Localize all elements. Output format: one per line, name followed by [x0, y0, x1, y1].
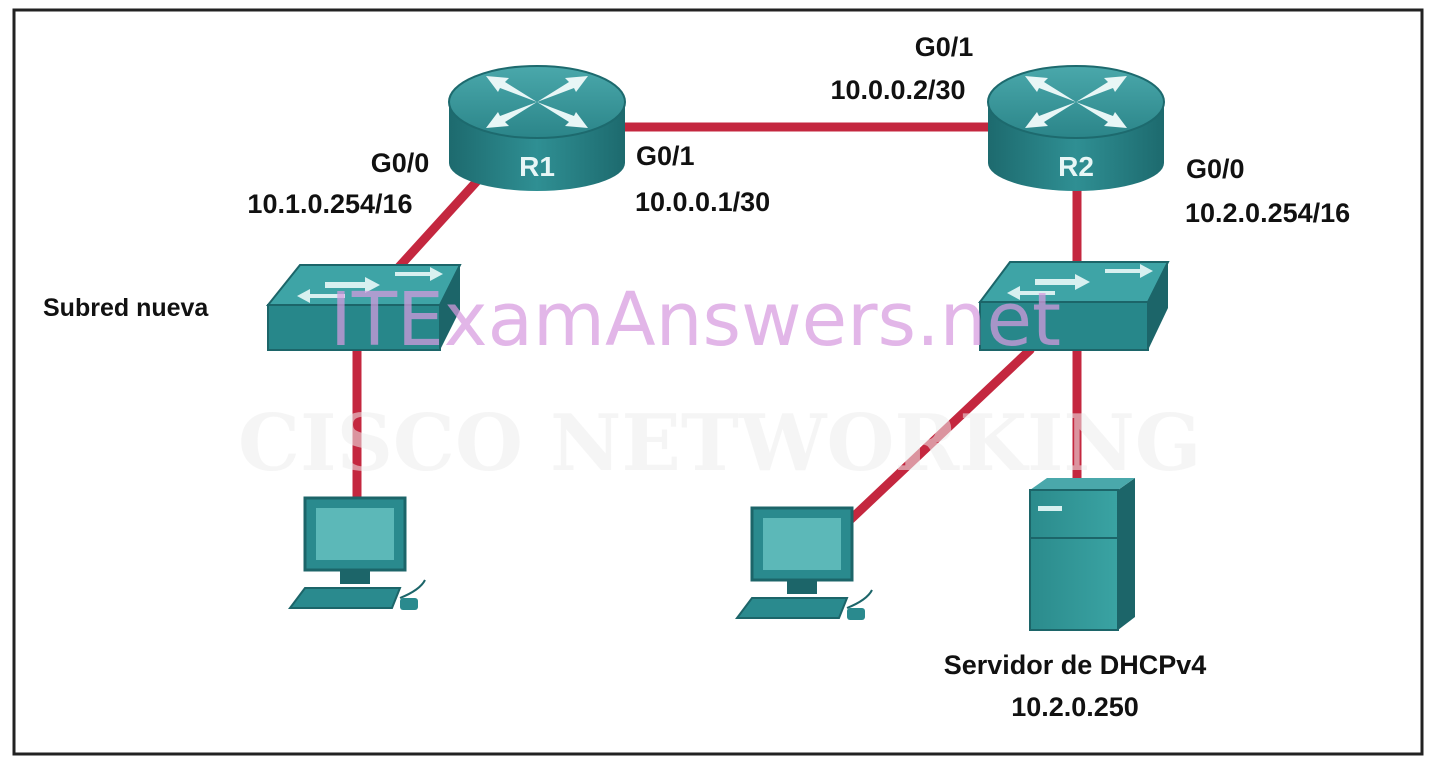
server-side	[1118, 478, 1135, 630]
dhcp-server-ip-label: 10.2.0.250	[1011, 692, 1139, 722]
router-r2: R2	[987, 65, 1165, 191]
server-top	[1030, 478, 1135, 490]
r1-g01-ip-label: 10.0.0.1/30	[635, 187, 770, 217]
links	[352, 122, 1082, 525]
server-front	[1029, 489, 1119, 631]
switch-arrows-icon	[1007, 264, 1153, 300]
pc-neck	[787, 580, 817, 594]
pc-keyboard	[735, 597, 849, 619]
router-r1-name: R1	[519, 151, 555, 182]
pc-mouse-cable	[846, 589, 873, 609]
r1-g00-name-label: G0/0	[371, 148, 430, 178]
router-r1: R1	[448, 65, 626, 191]
pc-mouse	[400, 598, 418, 610]
watermark-text: ITExamAnswers.net	[330, 277, 1061, 363]
pc-2	[735, 506, 873, 620]
dhcp-server-name-label: Servidor de DHCPv4	[944, 650, 1207, 680]
r2-g01-name-label: G0/1	[915, 32, 974, 62]
pc-screen	[763, 518, 841, 570]
r2-g00-name-label: G0/0	[1186, 154, 1245, 184]
pc-mouse	[847, 608, 865, 620]
r2-g01-ip-label: 10.0.0.2/30	[830, 75, 965, 105]
pc-1	[288, 496, 426, 610]
r2-g00-ip-label: 10.2.0.254/16	[1185, 198, 1350, 228]
pc-screen	[316, 508, 394, 560]
link-r1-switch1	[393, 175, 483, 273]
switch-1	[265, 264, 462, 351]
watermark-ghost: CISCO NETWORKING	[238, 398, 1201, 489]
r1-g00-ip-label: 10.1.0.254/16	[247, 189, 412, 219]
pc-keyboard	[288, 587, 402, 609]
switch-arrows-icon	[297, 267, 443, 303]
router-arrows-icon	[486, 76, 588, 128]
server-slot	[1038, 506, 1062, 511]
r1-g01-name-label: G0/1	[636, 141, 695, 171]
switch-2	[978, 261, 1170, 351]
router-arrows-icon	[1025, 76, 1127, 128]
pc-mouse-cable	[399, 579, 426, 599]
switch-side	[440, 265, 460, 350]
diagram-frame	[12, 8, 1424, 756]
new-subnet-label: Subred nueva	[43, 294, 209, 322]
dhcp-server	[1029, 478, 1135, 631]
link-switch2-pc2	[845, 345, 1035, 525]
pc-neck	[340, 570, 370, 584]
router-r2-name: R2	[1058, 151, 1094, 182]
switch-side	[1148, 262, 1168, 350]
